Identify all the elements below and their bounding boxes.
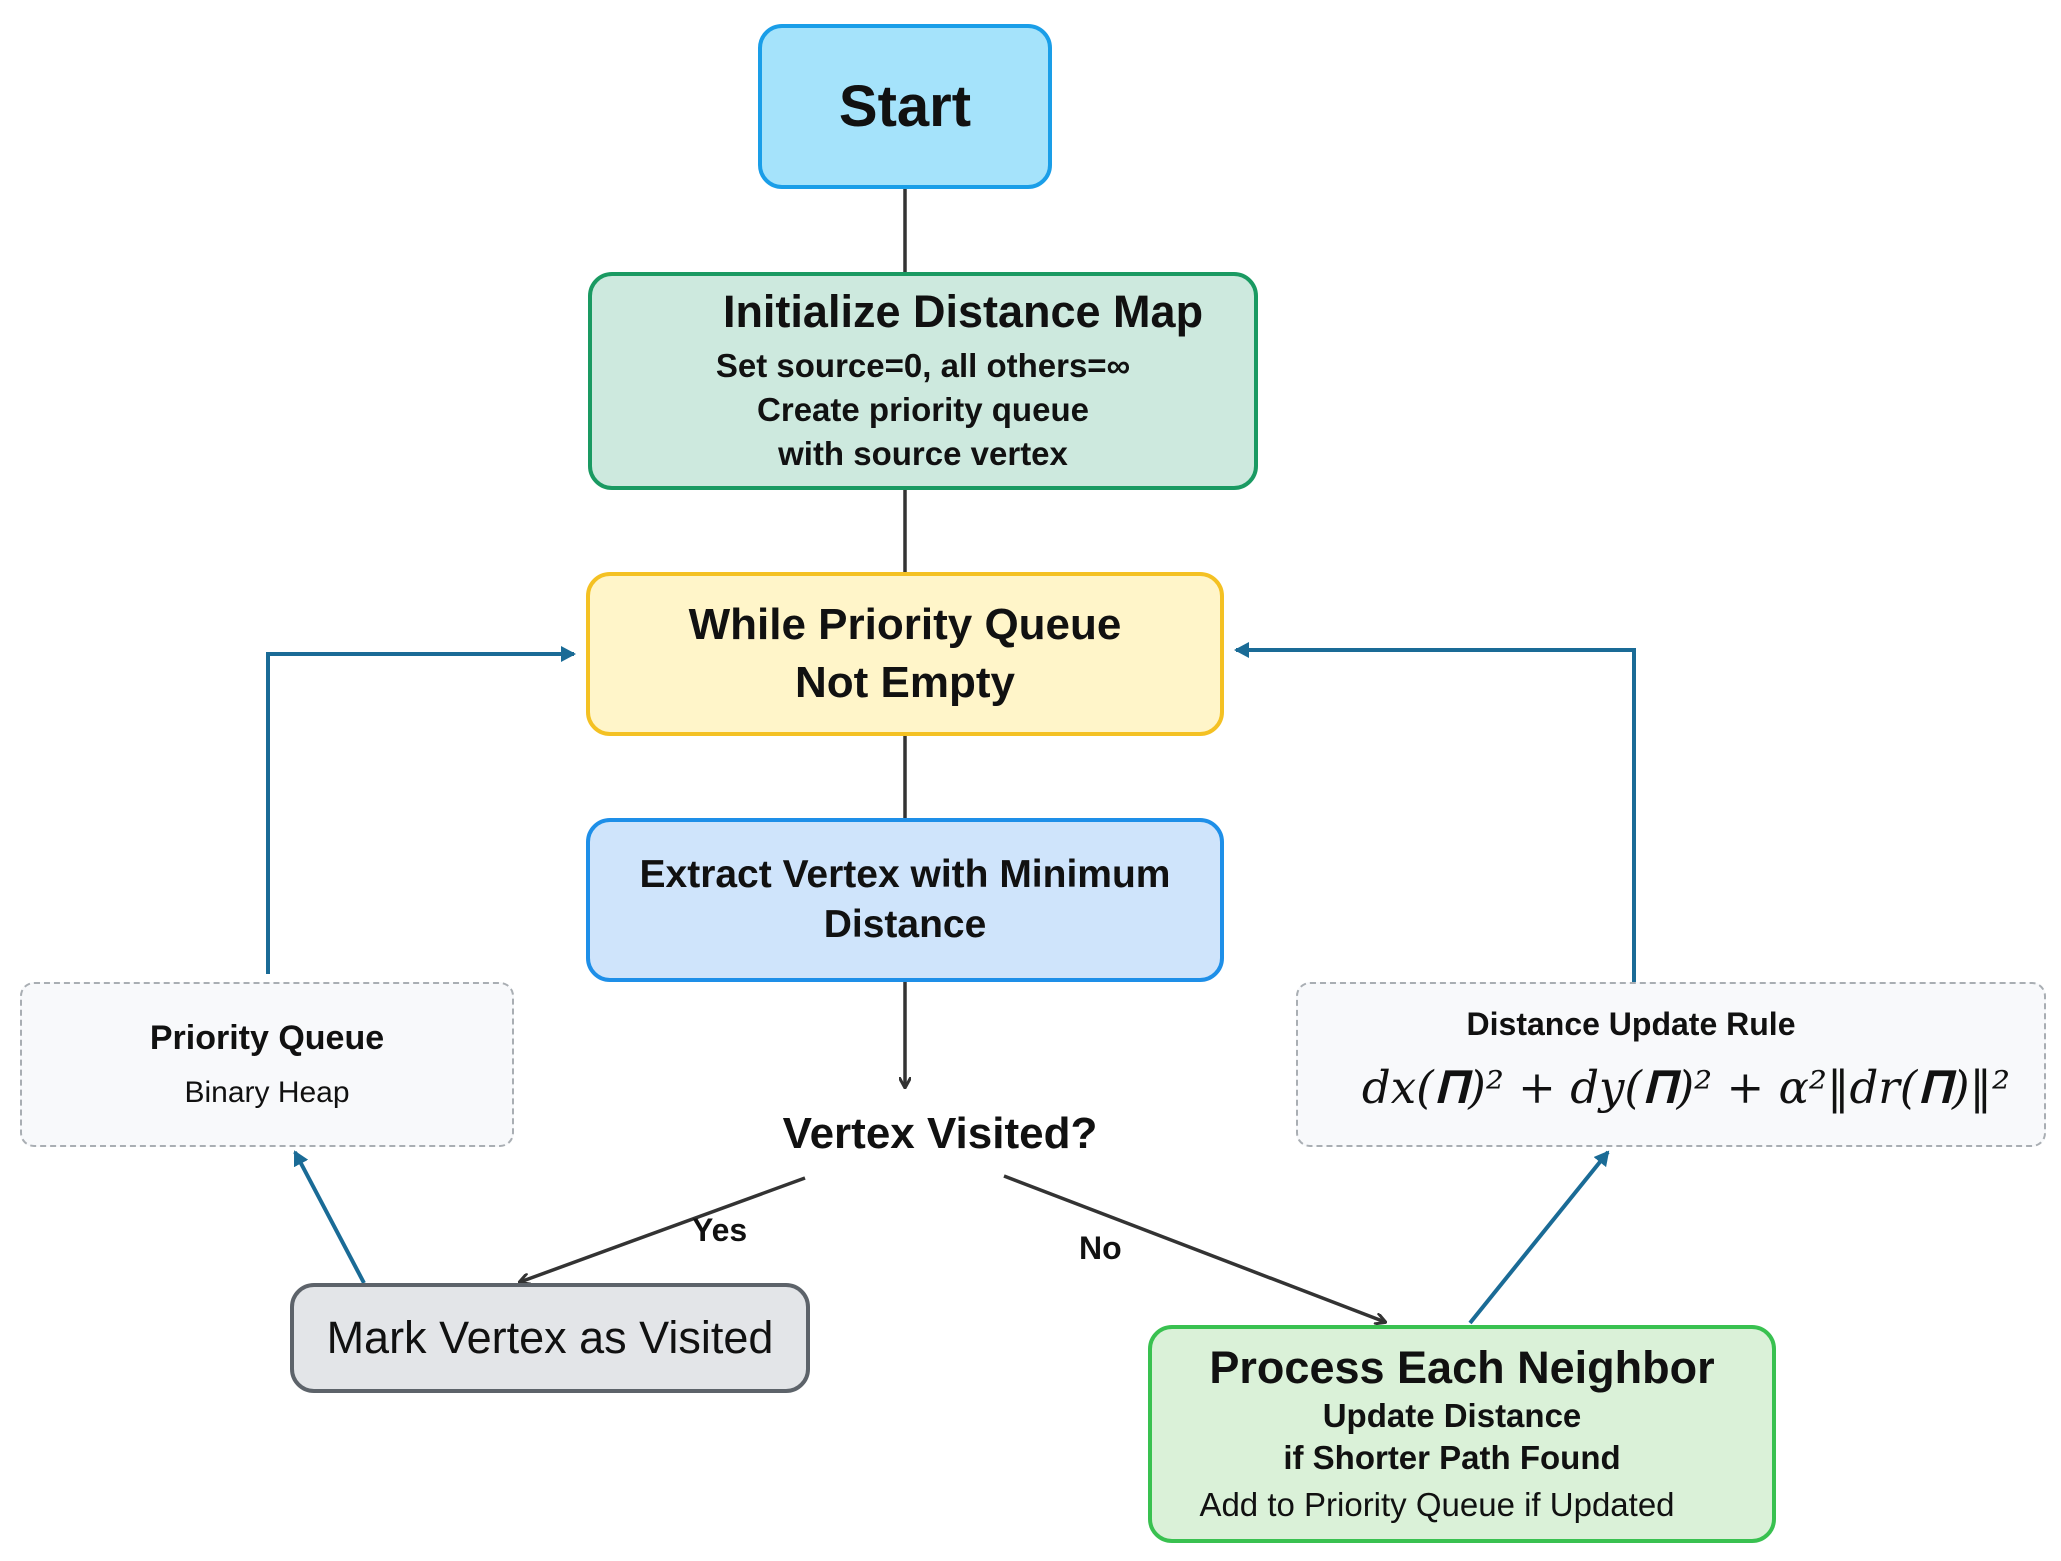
update-rule-title: Distance Update Rule xyxy=(1466,1006,1796,1042)
edge-rule-to-loop xyxy=(1234,642,1636,990)
priority-queue-title: Priority Queue xyxy=(149,1019,385,1057)
init-line-2: Create priority queue xyxy=(757,391,1089,428)
priority-queue-subtitle: Binary Heap xyxy=(184,1076,350,1109)
init-title: Initialize Distance Map xyxy=(722,286,1204,337)
start-node: Start xyxy=(758,24,1052,189)
loop-line-1: While Priority Queue xyxy=(688,600,1122,649)
priority-queue-note: Priority Queue Binary Heap xyxy=(20,982,514,1147)
vertex-visited-decision: Vertex Visited? xyxy=(700,1100,1180,1168)
edge-decision-yes xyxy=(520,1176,806,1282)
initialize-distance-map-node: Initialize Distance Map Set source=0, al… xyxy=(588,272,1258,490)
update-rule-formula: dx(𝚷)² + dy(𝚷)² + α²‖dr(𝚷)‖² xyxy=(1361,1061,2011,1114)
start-label: Start xyxy=(838,74,972,139)
edge-pq-to-loop xyxy=(266,646,576,974)
process-neighbor-node: Process Each Neighbor Update Distance if… xyxy=(1148,1325,1776,1543)
yes-edge-label: Yes xyxy=(692,1212,748,1248)
init-line-3: with source vertex xyxy=(778,435,1068,472)
no-edge-label: No xyxy=(1079,1230,1122,1266)
extract-line-2: Distance xyxy=(823,903,987,946)
process-line-3: Add to Priority Queue if Updated xyxy=(1199,1486,1675,1523)
loop-condition-node: While Priority Queue Not Empty xyxy=(586,572,1224,736)
init-line-1: Set source=0, all others=∞ xyxy=(715,347,1131,384)
extract-min-node: Extract Vertex with Minimum Distance xyxy=(586,818,1224,982)
process-line-1: Update Distance xyxy=(1322,1397,1582,1434)
mark-visited-node: Mark Vertex as Visited xyxy=(290,1283,810,1393)
loop-line-2: Not Empty xyxy=(795,658,1015,707)
edge-decision-no xyxy=(1003,1174,1385,1322)
decision-label: Vertex Visited? xyxy=(782,1109,1098,1158)
process-title: Process Each Neighbor xyxy=(1209,1342,1715,1393)
extract-line-1: Extract Vertex with Minimum xyxy=(639,853,1171,896)
edge-process-to-rule xyxy=(1468,1150,1610,1325)
distance-update-rule-note: Distance Update Rule dx(𝚷)² + dy(𝚷)² + α… xyxy=(1296,982,2046,1147)
edge-mark-to-pq xyxy=(293,1150,366,1284)
mark-visited-label: Mark Vertex as Visited xyxy=(326,1312,774,1363)
process-line-2: if Shorter Path Found xyxy=(1283,1439,1621,1476)
